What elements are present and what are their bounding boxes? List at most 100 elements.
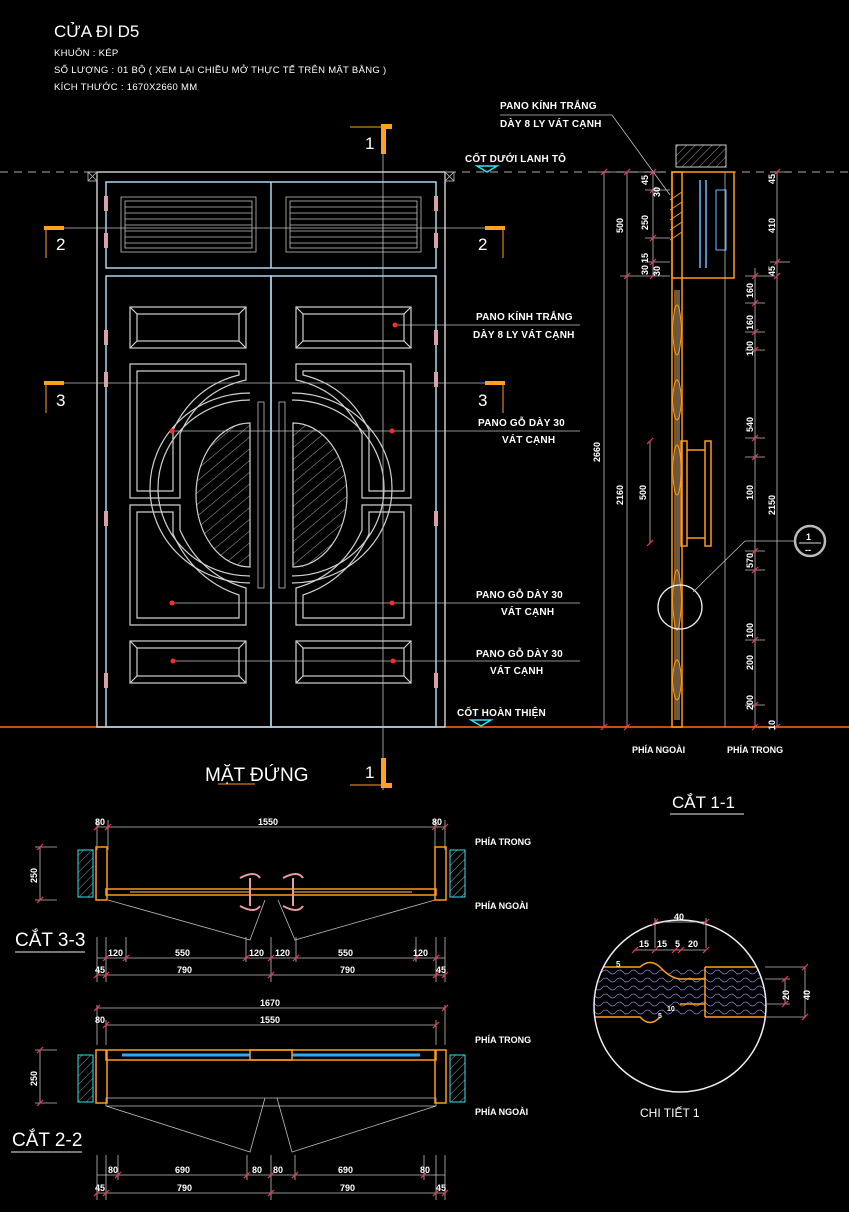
svg-text:PHÍA NGOÀI: PHÍA NGOÀI xyxy=(475,1107,528,1117)
svg-text:5: 5 xyxy=(675,939,680,949)
svg-text:40: 40 xyxy=(674,912,684,922)
louver-left xyxy=(120,196,257,253)
section-1-1: PANO KÍNH TRẮNG DÀY 8 LY VÁT CẠNH 1 -- xyxy=(500,99,827,815)
svg-text:15: 15 xyxy=(639,939,649,949)
svg-text:PANO GỖ DÀY 30: PANO GỖ DÀY 30 xyxy=(476,588,563,601)
section-3-mark-right: 3 xyxy=(478,391,487,410)
section-3-3-title: CẮT 3-3 xyxy=(15,929,85,951)
level-marker-top xyxy=(474,165,500,173)
section-3-3: 80 1550 80 250 120 550 120 120 550 120 4… xyxy=(15,817,531,982)
svg-text:550: 550 xyxy=(338,948,353,958)
svg-text:80: 80 xyxy=(108,1165,118,1175)
svg-text:15: 15 xyxy=(640,253,650,263)
svg-text:160: 160 xyxy=(745,315,755,330)
svg-text:790: 790 xyxy=(177,1183,192,1193)
svg-text:120: 120 xyxy=(108,948,123,958)
svg-text:30: 30 xyxy=(652,187,662,197)
section-3-mark-left: 3 xyxy=(56,391,65,410)
svg-text:550: 550 xyxy=(175,948,190,958)
svg-text:PANO GỖ DÀY 30: PANO GỖ DÀY 30 xyxy=(478,416,565,429)
svg-text:200: 200 xyxy=(745,655,755,670)
svg-text:120: 120 xyxy=(275,948,290,958)
svg-text:PANO KÍNH TRẮNG: PANO KÍNH TRẮNG xyxy=(476,310,573,323)
svg-text:VÁT CẠNH: VÁT CẠNH xyxy=(501,605,554,618)
frame-type: KHUÔN : KÉP xyxy=(54,48,119,59)
svg-text:2150: 2150 xyxy=(767,495,777,515)
section-2-2: 1670 80 1550 250 80 690 80 80 690 80 45 … xyxy=(11,998,531,1200)
detail-1-title: CHI TIẾT 1 xyxy=(640,1105,700,1120)
size: KÍCH THƯỚC : 1670X2660 MM xyxy=(54,82,197,93)
svg-text:1670: 1670 xyxy=(260,998,280,1008)
door-leaf-right xyxy=(270,275,437,728)
quantity: SỐ LƯỢNG : 01 BỘ ( XEM LẠI CHIỀU MỞ THỰC… xyxy=(54,64,386,76)
svg-text:100: 100 xyxy=(745,341,755,356)
svg-text:2160: 2160 xyxy=(615,485,625,505)
svg-text:410: 410 xyxy=(767,218,777,233)
svg-text:80: 80 xyxy=(95,817,105,827)
glass-half-right xyxy=(292,422,348,568)
svg-text:80: 80 xyxy=(95,1015,105,1025)
glass-half-left xyxy=(195,422,251,568)
svg-text:100: 100 xyxy=(745,485,755,500)
svg-text:20: 20 xyxy=(688,939,698,949)
level-marker-floor xyxy=(468,719,494,727)
elevation-notes: PANO KÍNH TRẮNG DÀY 8 LY VÁT CẠNH PANO G… xyxy=(169,310,580,677)
louver-right xyxy=(285,196,422,253)
svg-text:790: 790 xyxy=(340,1183,355,1193)
svg-text:690: 690 xyxy=(175,1165,190,1175)
svg-text:250: 250 xyxy=(640,215,650,230)
svg-text:20: 20 xyxy=(781,990,791,1000)
svg-text:500: 500 xyxy=(638,485,648,500)
svg-text:790: 790 xyxy=(177,965,192,975)
section-2-2-title: CẮT 2-2 xyxy=(12,1129,82,1151)
svg-text:15: 15 xyxy=(657,939,667,949)
svg-text:80: 80 xyxy=(252,1165,262,1175)
svg-text:PHÍA NGOÀI: PHÍA NGOÀI xyxy=(632,745,685,755)
svg-text:45: 45 xyxy=(767,174,777,184)
section-1-1-dims-left: 45 30 250 15 30 30 500 2160 2660 500 xyxy=(592,175,662,505)
svg-text:40: 40 xyxy=(802,990,812,1000)
section-1-mark-bottom: 1 xyxy=(365,763,374,782)
svg-text:PHÍA TRONG: PHÍA TRONG xyxy=(727,745,783,755)
svg-text:1550: 1550 xyxy=(258,817,278,827)
svg-text:45: 45 xyxy=(767,266,777,276)
section-1-1-title: CẮT 1-1 xyxy=(672,793,735,812)
svg-text:VÁT CẠNH: VÁT CẠNH xyxy=(502,433,555,446)
pull-handle-right xyxy=(278,401,286,589)
svg-text:5: 5 xyxy=(658,1013,662,1020)
svg-text:500: 500 xyxy=(615,218,625,233)
wood-panels xyxy=(129,306,412,684)
svg-text:250: 250 xyxy=(29,1071,39,1086)
drawing-title: CỬA ĐI D5 xyxy=(54,22,139,41)
section-1-mark-top: 1 xyxy=(365,134,374,153)
section-2-mark-right: 2 xyxy=(478,235,487,254)
svg-text:570: 570 xyxy=(745,553,755,568)
elevation-title: MẶT ĐỨNG xyxy=(205,764,309,786)
section-marks: 1 1 2 2 3 3 xyxy=(44,124,505,790)
svg-text:100: 100 xyxy=(745,623,755,638)
svg-text:PHÍA TRONG: PHÍA TRONG xyxy=(475,1035,531,1045)
svg-text:PANO KÍNH TRẮNG: PANO KÍNH TRẮNG xyxy=(500,99,597,112)
svg-text:540: 540 xyxy=(745,417,755,432)
svg-text:120: 120 xyxy=(413,948,428,958)
svg-text:250: 250 xyxy=(29,868,39,883)
door-elevation xyxy=(87,171,455,728)
svg-text:1: 1 xyxy=(806,532,811,542)
svg-text:30: 30 xyxy=(640,265,650,275)
svg-text:790: 790 xyxy=(340,965,355,975)
lintel-level-label: CỐT DƯỚI LANH TÔ xyxy=(465,151,566,165)
svg-text:2660: 2660 xyxy=(592,442,602,462)
svg-text:30: 30 xyxy=(652,266,662,276)
svg-text:45: 45 xyxy=(436,1183,446,1193)
detail-callout-circle xyxy=(657,584,703,630)
pull-handle-left xyxy=(257,401,265,589)
floor-level-label: CỐT HOÀN THIỆN xyxy=(457,705,546,719)
svg-text:PHÍA TRONG: PHÍA TRONG xyxy=(475,837,531,847)
detail-1: 40 15 15 5 20 20 40 5 10 5 CHI TIẾT 1 xyxy=(593,912,812,1120)
svg-text:80: 80 xyxy=(420,1165,430,1175)
svg-text:5: 5 xyxy=(616,960,621,969)
svg-text:10: 10 xyxy=(667,1006,675,1013)
svg-text:45: 45 xyxy=(95,1183,105,1193)
svg-text:80: 80 xyxy=(273,1165,283,1175)
svg-text:PANO GỖ DÀY 30: PANO GỖ DÀY 30 xyxy=(476,647,563,660)
